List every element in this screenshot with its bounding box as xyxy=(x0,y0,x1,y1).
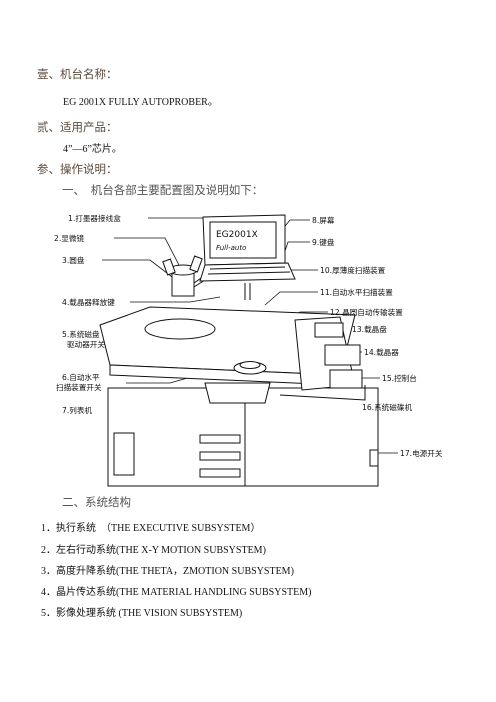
machine-table xyxy=(99,306,356,404)
heading-machine-name: 壹、机台名称： xyxy=(37,67,118,81)
label-13: 13.载晶盘 xyxy=(352,324,387,334)
heading-applicable-products: 贰、适用产品： xyxy=(37,120,118,134)
label-1: 1.打墨器接线盒 xyxy=(68,213,121,223)
label-15: 15.控制台 xyxy=(382,373,417,383)
label-5b: 驱动器开关 xyxy=(67,339,105,349)
label-11: 11.自动水平扫描装置 xyxy=(320,287,393,297)
machine-configuration-diagram: EG2001X Full-auto 1.打墨器接线盒 2.显微镜 3.圆盘 4.… xyxy=(54,213,443,487)
wafer-transfer-assembly xyxy=(279,316,366,401)
label-7: 7.列表机 xyxy=(62,405,92,415)
wafer-chuck xyxy=(233,361,267,375)
system-item-3: 3．高度升降系统(THE THETA，ZMOTION SUBSYSTEM) xyxy=(41,566,294,577)
label-5a: 5.系统磁盘 xyxy=(62,329,100,339)
system-item-1: 1．执行系统 （THE EXECUTIVE SUBSYSTEM） xyxy=(41,523,261,534)
system-item-5: 5．影像处理系统 (THE VISION SUBSYSTEM) xyxy=(41,608,243,619)
label-3: 3.圆盘 xyxy=(62,255,85,265)
label-6a: 6.自动水平 xyxy=(62,372,100,382)
label-10: 10.厚薄度扫描装置 xyxy=(320,265,386,275)
machine-cabinet xyxy=(107,387,379,487)
monitor-stand xyxy=(244,283,251,300)
label-17: 17.电源开关 xyxy=(400,448,443,458)
label-4: 4.载晶器释放键 xyxy=(62,297,115,307)
monitor-text-1: EG2001X xyxy=(216,230,258,240)
label-16: 16.系统磁碟机 xyxy=(362,402,412,412)
system-item-2: 2．左右行动系统(THE X-Y MOTION SUBSYSTEM) xyxy=(41,545,266,556)
applicable-products-value: 4”—6”芯片。 xyxy=(63,144,122,155)
label-8: 8.屏幕 xyxy=(312,215,335,225)
label-14: 14.载晶器 xyxy=(364,347,399,357)
monitor: EG2001X Full-auto xyxy=(202,214,286,266)
heading-operation-instructions: 参、操作说明： xyxy=(37,162,118,176)
subheading-system-structure: 二、系统结构 xyxy=(62,495,131,509)
monitor-text-2: Full-auto xyxy=(216,244,246,252)
subheading-configuration: 一、 机台各部主要配置图及说明如下： xyxy=(62,183,264,197)
label-2: 2.显微镜 xyxy=(54,233,84,243)
system-item-4: 4．晶片传达系统(THE MATERIAL HANDLING SUBSYSTEM… xyxy=(41,587,312,598)
label-9: 9.键盘 xyxy=(312,237,335,247)
keyboard xyxy=(199,262,296,282)
label-6b: 扫描装置开关 xyxy=(56,382,102,392)
label-12: 12.晶圆自动传输装置 xyxy=(330,307,403,317)
machine-name-value: EG 2001X FULLY AUTOPROBER。 xyxy=(63,97,218,108)
